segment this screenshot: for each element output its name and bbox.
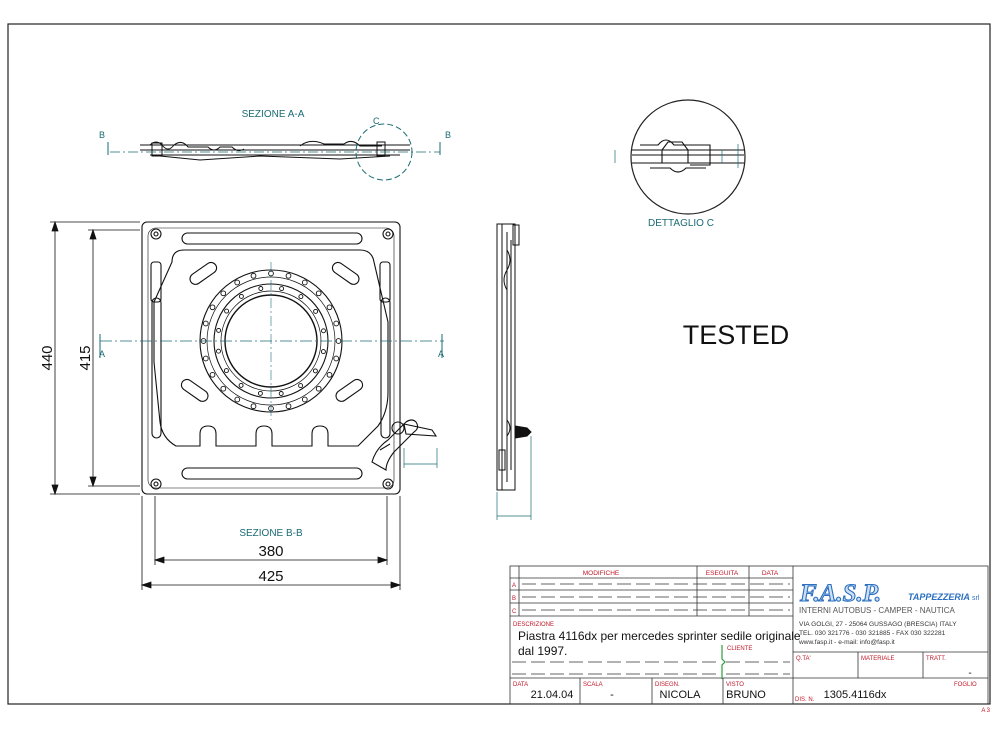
bolt-hole (301, 396, 308, 403)
bolt-hole (321, 328, 326, 334)
bolt-hole (223, 368, 229, 374)
bolt-hole (250, 272, 257, 279)
company-brand: TAPPEZZERIA (908, 592, 970, 602)
bolt-hole (320, 349, 326, 355)
sheet-border (7, 23, 991, 705)
company-phones: TEL. 030 321776 - 030 321885 - FAX 030 3… (799, 630, 946, 637)
drawn-by-value: NICOLA (660, 689, 702, 701)
section-a-marker-left: A (99, 349, 105, 359)
visto-header: VISTO (726, 682, 744, 688)
bolt-hole (298, 294, 304, 300)
width-dimensions (140, 496, 402, 590)
checked-by-value: BRUNO (726, 689, 766, 701)
bolt-hole (224, 308, 230, 314)
width-outer-label: 425 (258, 568, 283, 585)
height-inner-label: 415 (77, 345, 94, 370)
date-value: 21.04.04 (531, 689, 574, 701)
title-block-grid (509, 565, 989, 705)
revision-c: C (512, 609, 517, 615)
bolt-hole (234, 396, 241, 403)
revision-dashes (512, 583, 790, 675)
company-logo: F.A.S.P. (799, 580, 881, 607)
company-suffix: srl (972, 595, 980, 602)
foglio-header: FOGLIO (954, 682, 977, 688)
bolt-hole (326, 371, 333, 378)
side-view (496, 223, 532, 491)
data-row-header: DATA (513, 682, 528, 688)
bolt-hole (285, 403, 292, 410)
bolt-hole (285, 272, 292, 279)
section-b-marker-left: B (99, 130, 105, 140)
drawing-number-value: 1305.4116dx (824, 689, 887, 701)
description-line-2: dal 1997. (518, 644, 567, 658)
company-address: VIA GOLGI, 27 - 25064 GUSSAGO (BRESCIA) … (799, 621, 957, 628)
bolt-hole (216, 348, 221, 354)
cliente-bracket (721, 645, 726, 679)
detail-c-marker: C (373, 116, 380, 126)
revision-b: B (512, 596, 516, 602)
section-bb-label: SEZIONE B-B (239, 528, 303, 539)
section-aa-label: SEZIONE A-A (242, 109, 305, 120)
section-aa-view (140, 140, 410, 161)
bolt-hole (333, 320, 340, 327)
bolt-hole (278, 391, 284, 396)
data-header: DATA (762, 570, 779, 577)
bolt-hole (258, 286, 264, 291)
descrizione-header: DESCRIZIONE (513, 622, 554, 628)
bolt-hole (202, 320, 209, 327)
company-web: www.fasp.it - e-mail: info@fasp.it (798, 639, 895, 646)
bolt-hole (326, 304, 333, 311)
bolt-hole (220, 385, 227, 392)
scala-header: SCALA (583, 682, 603, 688)
disegn-header: DISEGN. (655, 682, 680, 688)
height-outer-label: 440 (39, 345, 56, 370)
bolt-hole (202, 355, 209, 362)
height-dimensions (50, 220, 140, 496)
section-a-marker-right: A (438, 349, 444, 359)
detail-c-callout (355, 123, 413, 181)
width-inner-label: 380 (258, 543, 283, 560)
sheet-size-value: A 3 (981, 708, 990, 714)
bolt-hole (220, 290, 227, 297)
bolt-hole (315, 290, 322, 297)
detail-c-view (614, 99, 746, 215)
bolt-hole (312, 368, 318, 374)
bolt-hole (315, 385, 322, 392)
side-view-dimension (496, 436, 532, 520)
cliente-header: CLIENTE (727, 646, 752, 652)
bolt-hole (313, 308, 319, 314)
detail-c-label: DETTAGLIO C (648, 218, 714, 229)
release-lever (371, 419, 438, 471)
section-b-markers (107, 142, 441, 155)
bolt-hole (216, 327, 222, 333)
sheet-value: - (968, 668, 971, 679)
bolt-hole (333, 355, 340, 362)
dis-n-header: DIS. N. (795, 697, 815, 703)
company-tagline: INTERNI AUTOBUS - CAMPER - NAUTICA (799, 606, 956, 615)
tested-stamp: TESTED (683, 320, 790, 350)
bolt-hole (279, 286, 285, 292)
eseguita-header: ESEGUITA (706, 570, 739, 577)
section-a-markers (99, 334, 443, 358)
description-line-1: Piastra 4116dx per mercedes sprinter sed… (518, 629, 801, 643)
modifiche-header: MODIFICHE (583, 570, 620, 577)
tratt-header: TRATT. (926, 656, 946, 662)
bolt-hole (238, 293, 244, 299)
revision-a: A (512, 583, 516, 589)
section-b-marker-right: B (445, 130, 451, 140)
bolt-hole (301, 279, 308, 286)
bolt-hole (257, 390, 263, 396)
qta-header: Q.TA' (796, 656, 811, 662)
bolt-hole (250, 403, 257, 410)
bolt-hole (298, 383, 304, 389)
lever-dimension (403, 448, 438, 468)
scale-value: - (610, 689, 614, 701)
bolt-hole (234, 279, 241, 286)
bolt-hole (209, 304, 216, 311)
bolt-hole (209, 371, 216, 378)
materiale-header: MATERIALE (861, 656, 895, 662)
bolt-hole (238, 382, 244, 388)
